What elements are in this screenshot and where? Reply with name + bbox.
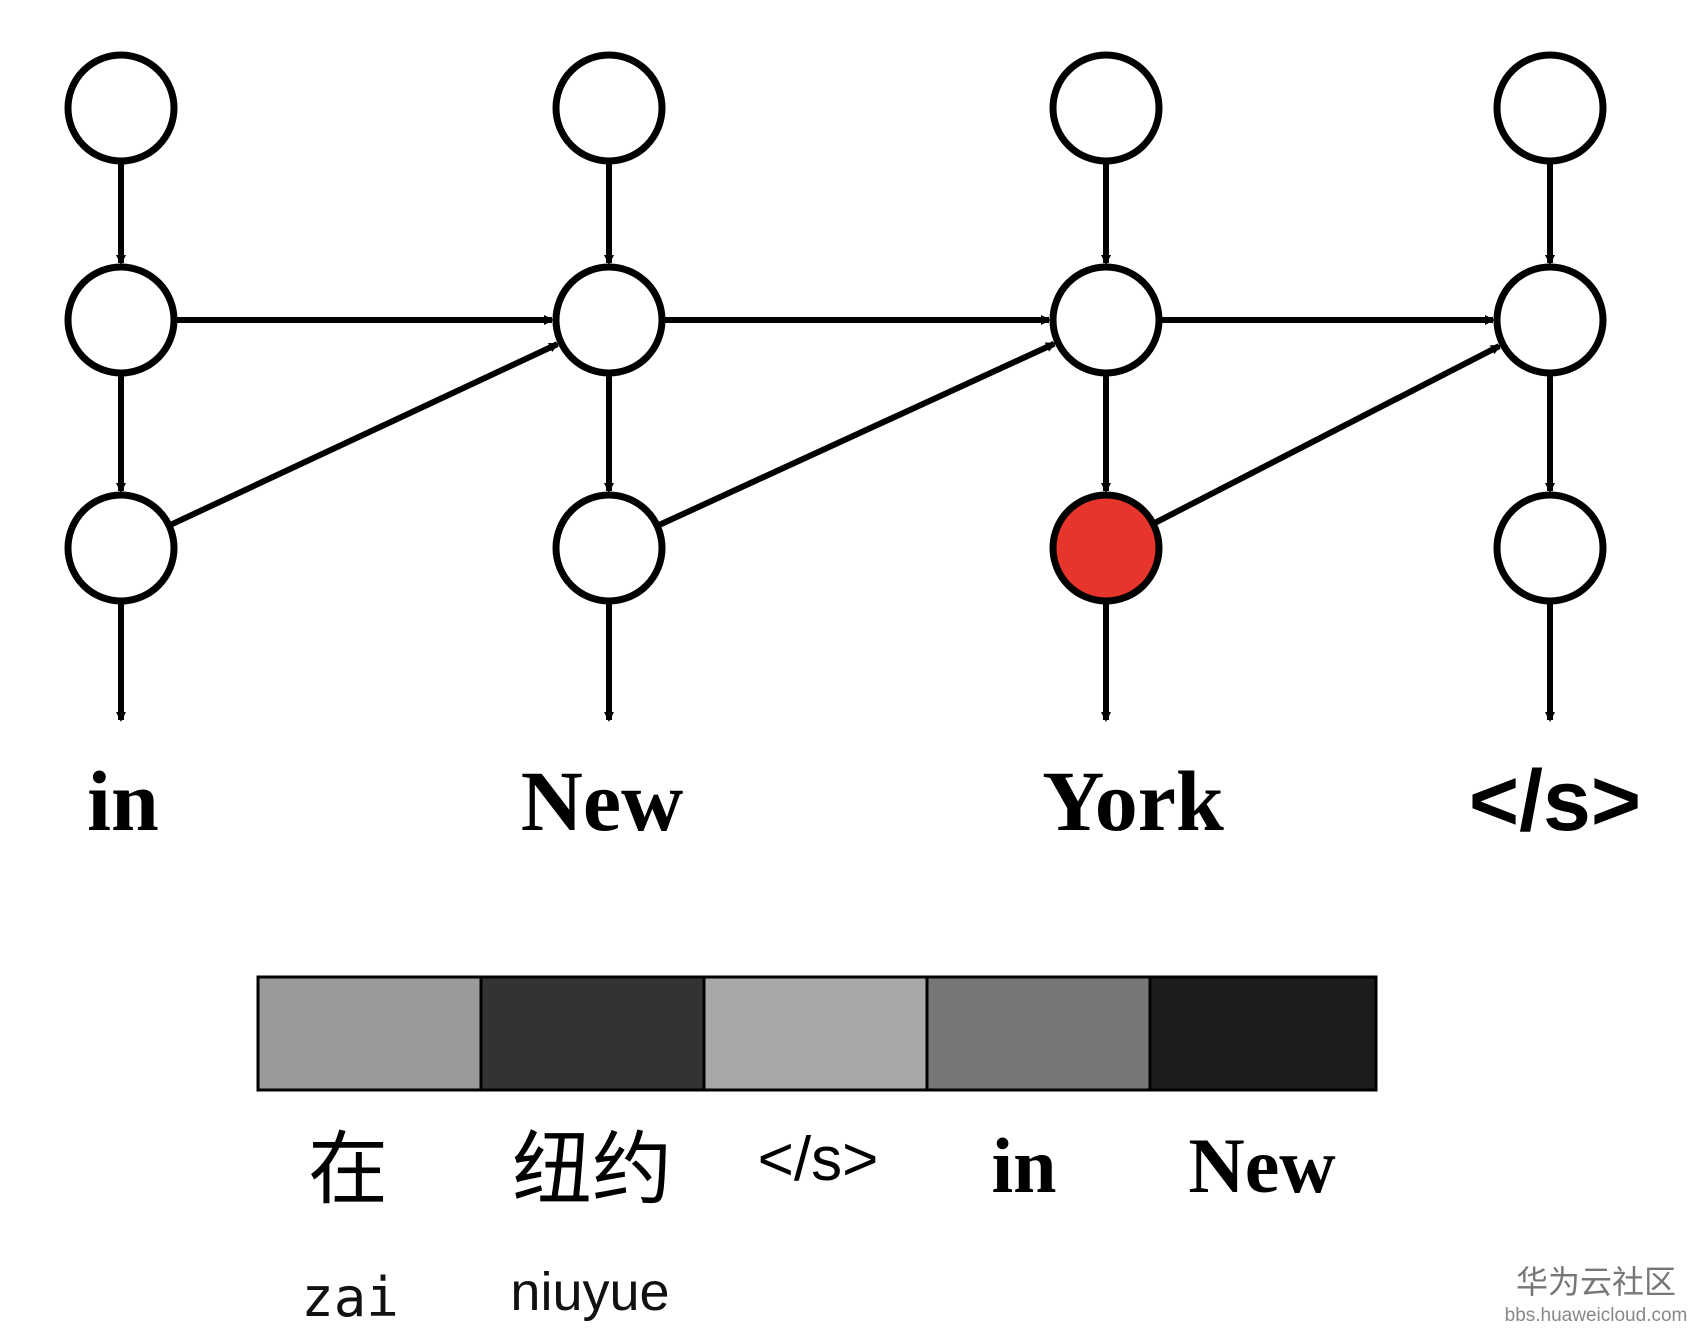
watermark-url: bbs.huaweicloud.com xyxy=(1505,1305,1688,1326)
node-col0-row0 xyxy=(64,51,178,165)
source-cell-niuyue xyxy=(479,975,706,1092)
watermark-title: 华为云社区 xyxy=(1516,1263,1676,1301)
edge-diagonal-0 xyxy=(167,341,560,529)
source-cell-in xyxy=(925,975,1152,1092)
source-cell-eos xyxy=(702,975,929,1092)
source-token-eos: </s> xyxy=(758,1125,879,1194)
node-col2-row1 xyxy=(1049,263,1163,377)
node-col3-row1 xyxy=(1493,263,1607,377)
node-col1-row0 xyxy=(552,51,666,165)
target-word-eos: </s> xyxy=(1469,753,1641,849)
edge-diagonal-1 xyxy=(655,341,1057,529)
node-col3-row0 xyxy=(1493,51,1607,165)
source-cell-new xyxy=(1148,975,1378,1092)
node-col1-row1 xyxy=(552,263,666,377)
edges xyxy=(116,161,1555,722)
node-col2-row0 xyxy=(1049,51,1163,165)
source-token-in: in xyxy=(991,1122,1056,1209)
node-col0-row2 xyxy=(64,491,178,605)
nodes xyxy=(64,51,1607,605)
node-col0-row1 xyxy=(64,263,178,377)
node-col3-row2 xyxy=(1493,491,1607,605)
source-cell-zai xyxy=(256,975,483,1092)
target-word-york: York xyxy=(1042,753,1224,849)
edge-diagonal-2 xyxy=(1151,343,1502,527)
source-token-niuyue: 纽约 xyxy=(512,1123,672,1216)
target-word-new: New xyxy=(521,753,683,849)
source-attention-bar xyxy=(256,975,1378,1092)
pinyin-zai: zai xyxy=(301,1266,399,1329)
source-token-new: New xyxy=(1188,1122,1335,1209)
source-token-zai: 在 xyxy=(308,1123,388,1216)
target-word-in: in xyxy=(87,753,159,849)
pinyin-niuyue: niuyue xyxy=(510,1262,669,1322)
highlighted-node xyxy=(1049,491,1163,605)
node-col1-row2 xyxy=(552,491,666,605)
